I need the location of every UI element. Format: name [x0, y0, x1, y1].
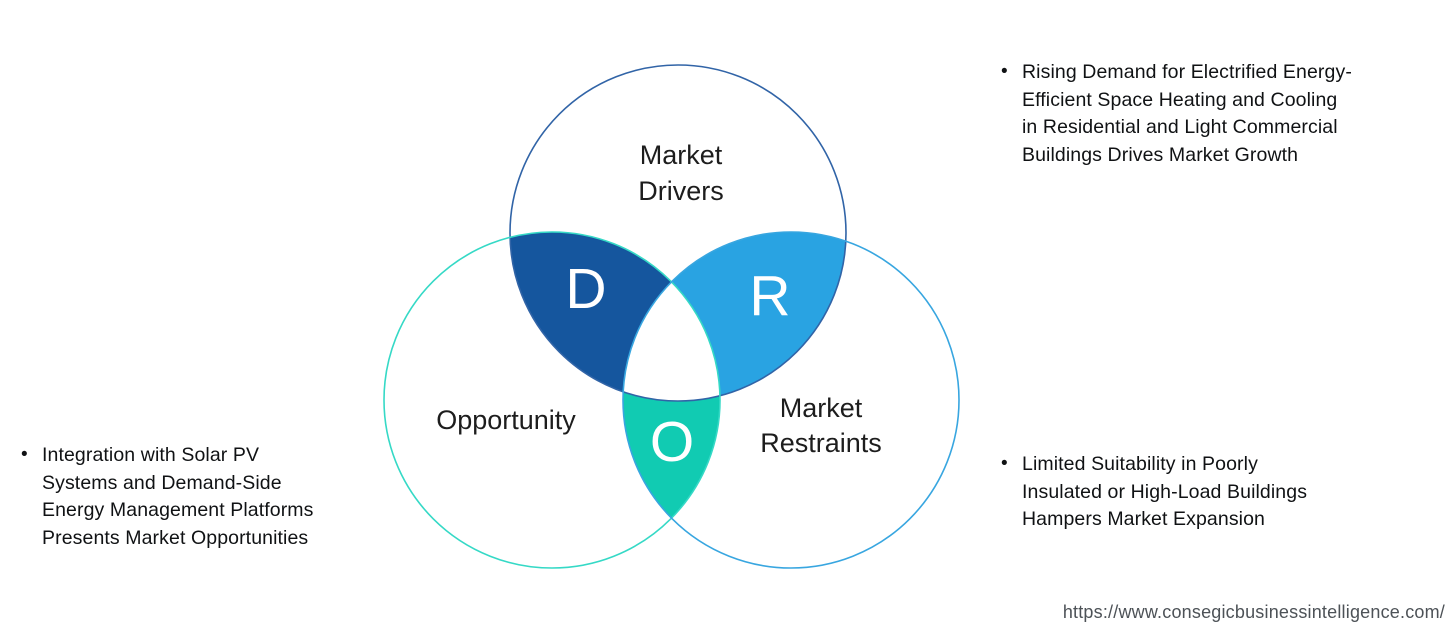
opportunity-circle-outline [383, 231, 721, 569]
restraints-lens-letter: R [749, 264, 791, 328]
drivers-bullet-text: Rising Demand for Electrified Energy- Ef… [996, 58, 1453, 169]
restraints-circle-label: Market Restraints [760, 393, 882, 458]
restraints-bullet-block: Limited Suitability in Poorly Insulated … [996, 450, 1436, 534]
restraints-bullet-text: Limited Suitability in Poorly Insulated … [996, 450, 1436, 534]
drivers-circle-outline [509, 64, 847, 402]
venn-shapes [383, 64, 960, 569]
drivers-circle-label: Market Drivers [638, 140, 724, 206]
restraints-circle-outline [622, 231, 960, 569]
source-url: https://www.consegicbusinessintelligence… [1062, 602, 1445, 622]
opportunity-bullet-text: Integration with Solar PV Systems and De… [16, 441, 406, 552]
venn-diagram: Market Drivers Opportunity Market Restra… [376, 52, 976, 582]
drivers-lens-letter: D [565, 257, 607, 321]
opportunity-bullet-block: Integration with Solar PV Systems and De… [16, 441, 406, 552]
drivers-bullet-block: Rising Demand for Electrified Energy- Ef… [996, 58, 1453, 169]
opportunity-circle-label: Opportunity [436, 405, 576, 435]
opportunity-lens-letter: O [649, 410, 695, 474]
